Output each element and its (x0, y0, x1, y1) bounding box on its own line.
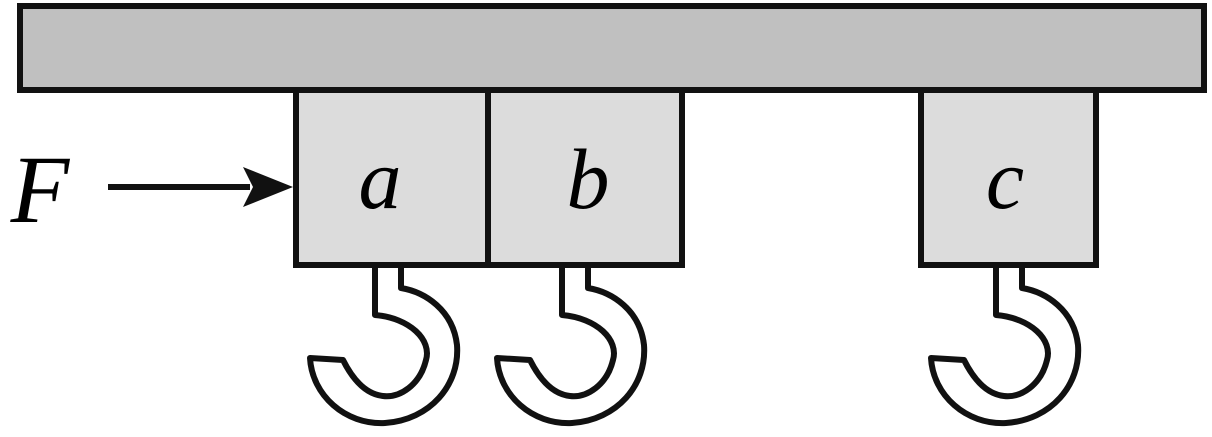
block-a-label: a (359, 131, 402, 227)
hook-c (931, 265, 1078, 423)
block-a (293, 87, 491, 268)
hook-a (310, 265, 457, 423)
force-arrow-head (243, 167, 293, 207)
block-b (485, 87, 685, 268)
block-c-label: c (986, 131, 1024, 227)
block-c (918, 87, 1099, 268)
block-b-label: b (567, 131, 610, 227)
ceiling-bar (17, 3, 1207, 93)
force-label: F (10, 136, 71, 243)
hook-b (497, 265, 644, 423)
